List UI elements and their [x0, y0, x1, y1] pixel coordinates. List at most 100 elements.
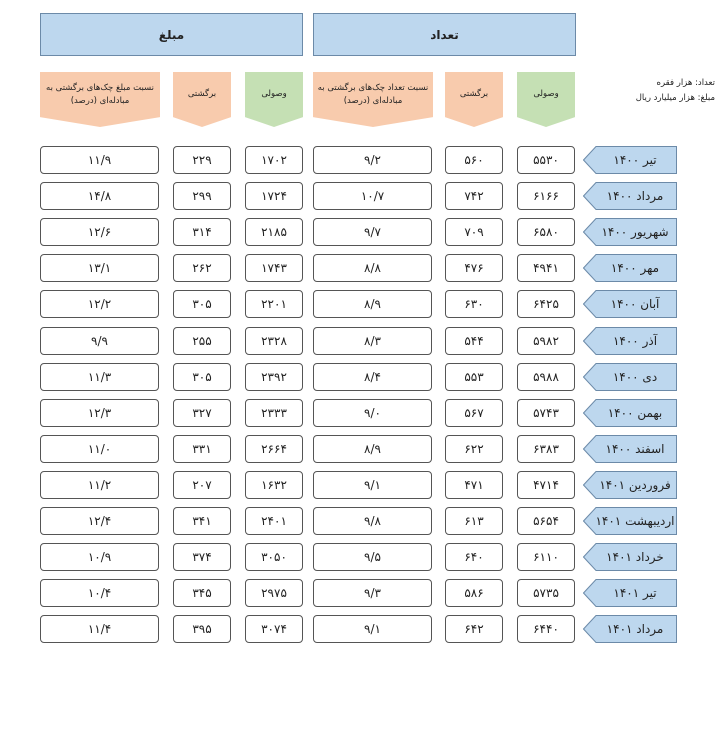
amount-returned-cell: ۳۷۴ — [173, 543, 231, 571]
amount-cleared-cell: ۲۳۲۸ — [245, 327, 303, 355]
count-cleared-header: وصولی — [517, 72, 575, 127]
amount-returned-cell: ۳۰۵ — [173, 290, 231, 318]
month-label: تیر ۱۴۰۰ — [583, 146, 677, 174]
month-label: آذر ۱۴۰۰ — [583, 327, 677, 355]
count-returned-cell: ۶۴۰ — [445, 543, 503, 571]
amount-ratio-cell: ۱۰/۹ — [40, 543, 159, 571]
month-arrow-outline — [583, 254, 677, 282]
units-legend: تعداد: هزار فقره مبلغ: هزار میلیارد ریال — [636, 76, 715, 107]
month-arrow-outline — [583, 399, 677, 427]
count-ratio-cell: ۹/۵ — [313, 543, 432, 571]
amount-cleared-cell: ۲۹۷۵ — [245, 579, 303, 607]
count-cleared-cell: ۵۹۸۲ — [517, 327, 575, 355]
count-returned-cell: ۶۴۲ — [445, 615, 503, 643]
amount-returned-cell: ۲۶۲ — [173, 254, 231, 282]
amount-group-header: مبلغ — [40, 13, 303, 56]
month-arrow-outline — [583, 471, 677, 499]
amount-ratio-cell: ۱۱/۲ — [40, 471, 159, 499]
count-ratio-cell: ۹/۷ — [313, 218, 432, 246]
month-arrow-outline — [583, 327, 677, 355]
count-cleared-cell: ۵۹۸۸ — [517, 363, 575, 391]
count-cleared-cell: ۴۹۴۱ — [517, 254, 575, 282]
amount-cleared-cell: ۱۷۰۲ — [245, 146, 303, 174]
month-arrow-outline — [583, 615, 677, 643]
count-ratio-cell: ۹/۳ — [313, 579, 432, 607]
amount-ratio-cell: ۱۱/۴ — [40, 615, 159, 643]
amount-cleared-cell: ۳۰۷۴ — [245, 615, 303, 643]
count-cleared-cell: ۵۷۳۵ — [517, 579, 575, 607]
amount-ratio-cell: ۱۳/۱ — [40, 254, 159, 282]
count-ratio-cell: ۸/۹ — [313, 290, 432, 318]
amount-returned-cell: ۳۰۵ — [173, 363, 231, 391]
count-cleared-cell: ۶۴۲۵ — [517, 290, 575, 318]
amount-returned-cell: ۲۹۹ — [173, 182, 231, 210]
amount-cleared-cell: ۲۳۳۳ — [245, 399, 303, 427]
month-arrow-outline — [583, 363, 677, 391]
count-unit-note: تعداد: هزار فقره — [656, 78, 716, 88]
count-returned-cell: ۴۷۶ — [445, 254, 503, 282]
amount-cleared-cell: ۲۲۰۱ — [245, 290, 303, 318]
amount-ratio-cell: ۹/۹ — [40, 327, 159, 355]
amount-returned-cell: ۳۴۱ — [173, 507, 231, 535]
count-returned-cell: ۴۷۱ — [445, 471, 503, 499]
count-returned-cell: ۵۶۷ — [445, 399, 503, 427]
count-ratio-cell: ۸/۹ — [313, 435, 432, 463]
amount-returned-cell: ۳۴۵ — [173, 579, 231, 607]
amount-returned-cell: ۳۳۱ — [173, 435, 231, 463]
month-label: بهمن ۱۴۰۰ — [583, 399, 677, 427]
amount-ratio-cell: ۱۲/۶ — [40, 218, 159, 246]
amount-cleared-cell: ۱۷۴۳ — [245, 254, 303, 282]
month-arrow-outline — [583, 182, 677, 210]
amount-cleared-cell: ۱۶۳۲ — [245, 471, 303, 499]
count-cleared-cell: ۶۱۶۶ — [517, 182, 575, 210]
count-cleared-cell: ۶۴۴۰ — [517, 615, 575, 643]
count-ratio-cell: ۹/۸ — [313, 507, 432, 535]
count-cleared-cell: ۴۷۱۴ — [517, 471, 575, 499]
count-cleared-cell: ۶۵۸۰ — [517, 218, 575, 246]
month-label: شهریور ۱۴۰۰ — [583, 218, 677, 246]
amount-cleared-cell: ۲۶۶۴ — [245, 435, 303, 463]
count-returned-cell: ۶۲۲ — [445, 435, 503, 463]
count-returned-cell: ۶۳۰ — [445, 290, 503, 318]
count-returned-header: برگشتی — [445, 72, 503, 127]
count-ratio-header: نسبت تعداد چک‌های برگشتی به مبادله‌ای (د… — [313, 72, 433, 127]
month-label: تیر ۱۴۰۱ — [583, 579, 677, 607]
amount-returned-cell: ۲۲۹ — [173, 146, 231, 174]
count-ratio-cell: ۱۰/۷ — [313, 182, 432, 210]
amount-unit-note: مبلغ: هزار میلیارد ریال — [635, 93, 715, 104]
amount-ratio-cell: ۱۱/۰ — [40, 435, 159, 463]
amount-ratio-cell: ۱۲/۳ — [40, 399, 159, 427]
amount-returned-cell: ۲۵۵ — [173, 327, 231, 355]
amount-cleared-cell: ۲۱۸۵ — [245, 218, 303, 246]
amount-returned-cell: ۳۲۷ — [173, 399, 231, 427]
month-arrow-outline — [583, 146, 677, 174]
count-cleared-cell: ۵۷۴۳ — [517, 399, 575, 427]
amount-returned-cell: ۲۰۷ — [173, 471, 231, 499]
count-ratio-cell: ۸/۴ — [313, 363, 432, 391]
amount-cleared-cell: ۱۷۲۴ — [245, 182, 303, 210]
amount-ratio-cell: ۱۰/۴ — [40, 579, 159, 607]
amount-ratio-cell: ۱۲/۴ — [40, 507, 159, 535]
count-cleared-cell: ۵۵۳۰ — [517, 146, 575, 174]
count-returned-cell: ۷۴۲ — [445, 182, 503, 210]
count-ratio-cell: ۹/۲ — [313, 146, 432, 174]
month-label: مهر ۱۴۰۰ — [583, 254, 677, 282]
amount-ratio-header: نسبت مبلغ چک‌های برگشتی به مبادله‌ای (در… — [40, 72, 160, 127]
month-label: مرداد ۱۴۰۱ — [583, 615, 677, 643]
month-label: خرداد ۱۴۰۱ — [583, 543, 677, 571]
month-arrow-outline — [583, 218, 677, 246]
month-arrow-outline — [583, 435, 677, 463]
month-label: دی ۱۴۰۰ — [583, 363, 677, 391]
month-arrow-outline — [583, 579, 677, 607]
amount-returned-header: برگشتی — [173, 72, 231, 127]
